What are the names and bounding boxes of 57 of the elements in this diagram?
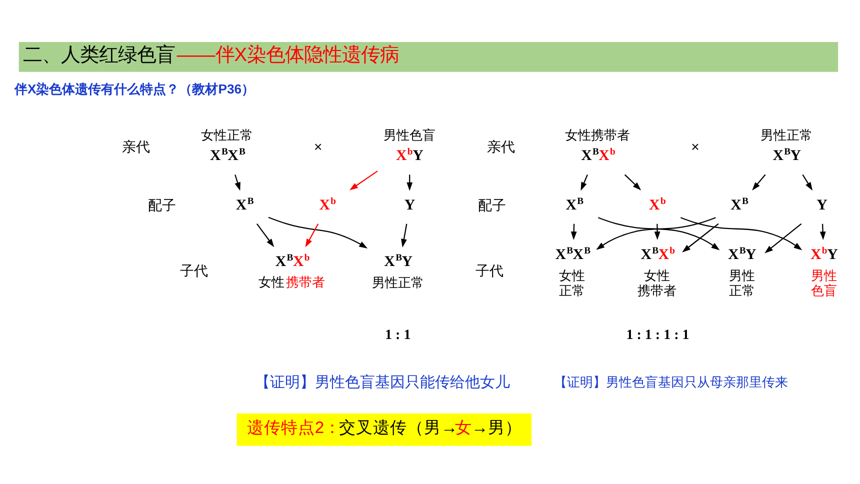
label: ×: [691, 138, 700, 154]
label: 亲代: [122, 138, 150, 154]
node-label: 女性携带者: [638, 268, 677, 298]
label: 亲代: [486, 138, 515, 154]
arrow: [764, 223, 802, 254]
node-text: Y: [404, 198, 416, 214]
arrow: [820, 224, 826, 240]
label: 子代: [180, 262, 208, 279]
arrow: [680, 217, 802, 250]
node-label: 女性携带者: [258, 274, 325, 290]
node-text: X$^{b}$Y: [396, 146, 424, 164]
node-text: X$^{B}$Y: [384, 252, 412, 270]
node-text: X$^{B}$X$^{b}$: [275, 252, 310, 270]
node-text: X$^{b}$: [649, 196, 666, 214]
node-text: X$^{B}$: [236, 196, 254, 214]
arrow: [256, 224, 274, 248]
label: 伴X染色体遗传有什么特点？（教材P36）: [14, 81, 255, 96]
node-label: 女性携带者: [564, 127, 630, 142]
node-label: 女性正常: [559, 268, 586, 298]
label: 子代: [475, 262, 504, 279]
label: 配子: [148, 196, 176, 213]
arrow: [268, 216, 368, 248]
node-text: X$^{B}$: [566, 196, 584, 214]
node-text: X$^{B}$Y: [728, 245, 756, 263]
arrow: [752, 174, 766, 190]
arrow: [580, 174, 588, 191]
node-text: Y: [816, 198, 828, 214]
node-text: X$^{B}$Y: [772, 146, 802, 164]
node-text: X$^{b}$Y: [810, 245, 838, 263]
node-label: 男性色盲: [383, 127, 436, 142]
node-text: X$^{B}$X$^{B}$: [210, 146, 246, 164]
node-box: 遗传特点2：交叉遗传（男→女→男）: [236, 413, 532, 446]
node-text: X$^{B}$X$^{b}$: [640, 245, 676, 263]
diagram-title: 二、人类红绿色盲——伴X染色体隐性遗传病: [23, 44, 400, 66]
label: ×: [314, 138, 322, 154]
node-label: 男性正常: [728, 268, 755, 298]
arrow: [802, 174, 813, 191]
node-text: X$^{B}$X$^{b}$: [581, 146, 616, 164]
label: 1 : 1: [385, 327, 411, 344]
arrow: [654, 224, 660, 240]
arrow: [401, 224, 408, 248]
label: 【证明】男性色盲基因只能传给他女儿: [255, 374, 510, 391]
arrow: [305, 224, 319, 248]
arrow: [624, 174, 642, 190]
arrow: [349, 170, 378, 190]
label: 配子: [478, 196, 506, 213]
node-text: X$^{B}$X$^{B}$: [555, 245, 591, 263]
arrow: [234, 174, 240, 191]
node-text: X$^{B}$: [730, 196, 748, 214]
node-label: 女性正常: [200, 127, 253, 142]
arrow: [682, 223, 719, 252]
node-label: 男性色盲: [810, 268, 837, 298]
node-text: X$^{b}$: [319, 196, 336, 214]
label: 【证明】男性色盲基因只从母亲那里传来: [554, 374, 788, 390]
node-label: 男性正常: [760, 127, 812, 142]
node-label: 男性正常: [372, 275, 424, 290]
label: 1 : 1 : 1 : 1: [626, 327, 690, 344]
